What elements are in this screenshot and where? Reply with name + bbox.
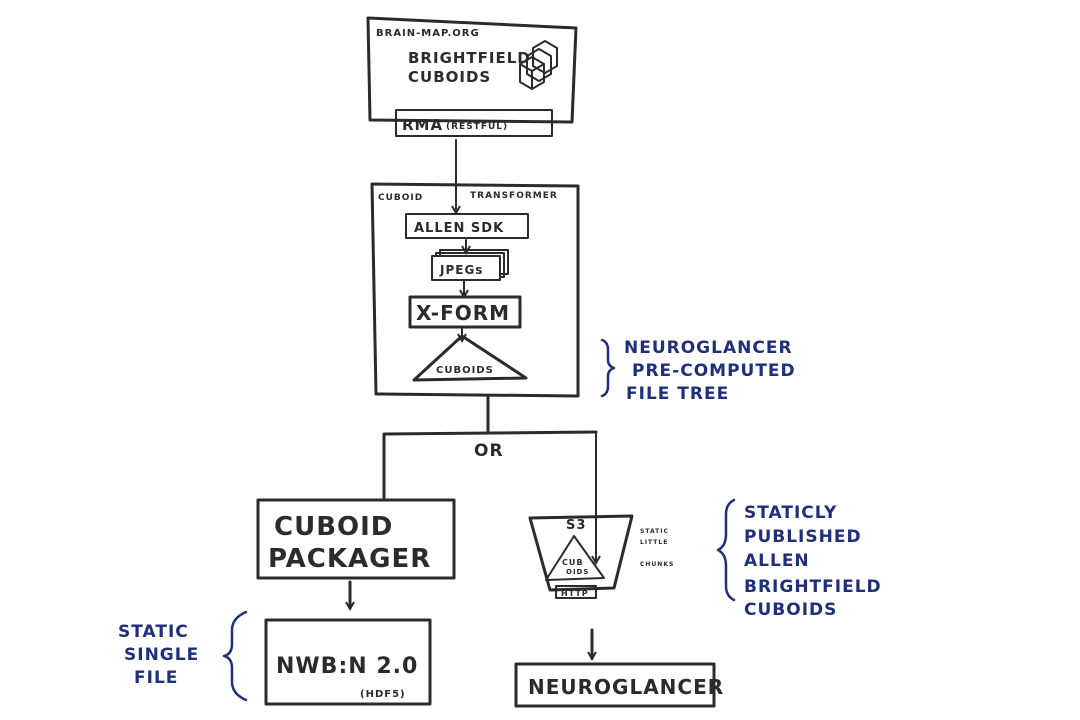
- note-neuroglancer-line1: NEUROGLANCER: [624, 338, 793, 358]
- brain-map-title: BRAIN-MAP.ORG: [376, 28, 480, 39]
- note-statically-line4: BRIGHTFIELD: [744, 577, 882, 597]
- cuboids-label: CUBOIDS: [408, 68, 491, 86]
- note-static-line1: STATIC: [118, 622, 189, 642]
- note-static-line2: SINGLE: [124, 645, 199, 665]
- brightfield-label: BRIGHTFIELD: [408, 49, 531, 67]
- static-single-file-note: STATIC SINGLE FILE: [118, 610, 248, 702]
- s3-bucket-outline: [528, 514, 634, 592]
- note-static-line3: FILE: [134, 668, 178, 688]
- cube-stack-icon: [519, 40, 558, 90]
- transformer-title-right: TRANSFORMER: [470, 191, 558, 201]
- s3-bucket: S3 CUB OIDS HTTP STATIC LITTLE CHUNKS: [528, 514, 674, 599]
- allen-sdk-label: ALLEN SDK: [414, 221, 504, 236]
- s3-side-line1: STATIC: [640, 528, 669, 535]
- neuroglancer-box: [514, 662, 716, 708]
- note-statically-line2: PUBLISHED: [744, 527, 862, 547]
- s3-label: S3: [566, 518, 586, 533]
- neuroglancer-format-note: NEUROGLANCER PRE-COMPUTED FILE TREE: [600, 338, 796, 404]
- packager-line2: PACKAGER: [268, 544, 431, 574]
- note-statically-line5: CUBOIDS: [744, 600, 837, 620]
- cuboids-triangle: [412, 334, 528, 382]
- jpegs-stack: JPEGs: [431, 249, 509, 281]
- note-neuroglancer-line3: FILE TREE: [626, 384, 729, 404]
- rma-label: RMA: [402, 116, 443, 134]
- transformer-title-left: CUBOID: [378, 193, 423, 203]
- nwb-note: (HDF5): [360, 689, 406, 700]
- rma-note: (RESTFUL): [446, 122, 508, 132]
- cuboid-packager-box: [256, 498, 456, 580]
- or-fork: OR: [382, 394, 596, 562]
- note-statically-line1: STATICLY: [744, 503, 837, 523]
- nwb-box: [264, 618, 432, 706]
- neuroglancer-label: NEUROGLANCER: [528, 675, 724, 699]
- s3-cuboids-line1: CUB: [562, 558, 583, 567]
- http-box: [555, 585, 597, 599]
- note-statically-line3: ALLEN: [744, 551, 810, 571]
- transformer-cuboids-label: CUBOIDS: [436, 365, 494, 376]
- s3-side-line3: CHUNKS: [640, 561, 674, 568]
- nwb-label: NWB:N 2.0: [276, 654, 418, 679]
- packager-line1: CUBOID: [274, 512, 393, 542]
- http-label: HTTP: [561, 589, 589, 598]
- or-label: OR: [474, 441, 504, 461]
- note-neuroglancer-line2: PRE-COMPUTED: [632, 361, 796, 381]
- s3-side-line2: LITTLE: [640, 539, 668, 546]
- brain-map-box: BRAIN-MAP.ORG BRIGHTFIELD CUBOIDS RMA (R…: [366, 16, 578, 137]
- allen-sdk-box: [405, 213, 529, 239]
- s3-cuboids-triangle: [545, 535, 605, 581]
- s3-cuboids-line2: OIDS: [566, 568, 589, 576]
- rma-box: [395, 109, 553, 137]
- xform-box: [408, 295, 522, 329]
- transformer-box: CUBOID TRANSFORMER ALLEN SDK JPEGs X-FOR…: [370, 182, 580, 398]
- jpegs-label: JPEGs: [439, 263, 483, 277]
- xform-label: X-FORM: [416, 301, 510, 325]
- statically-published-note: STATICLY PUBLISHED ALLEN BRIGHTFIELD CUB…: [716, 498, 882, 620]
